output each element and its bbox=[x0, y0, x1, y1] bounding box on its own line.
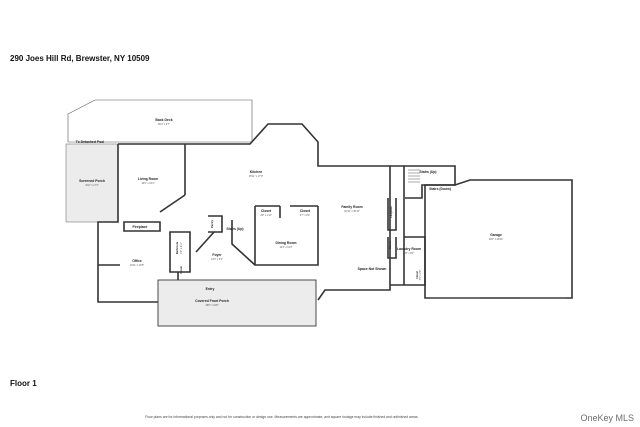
label-laundry-room: Laundry Room bbox=[397, 247, 421, 251]
label-dining-room: Dining Room bbox=[275, 241, 296, 245]
dims-bathroom: 4'9" x 6'11" bbox=[180, 242, 183, 254]
dims-back-deck: 60'3" x 9'7" bbox=[158, 123, 170, 126]
dims-office: 16'11" x 16'5" bbox=[130, 264, 144, 267]
label-fireplace: Fireplace bbox=[133, 225, 148, 229]
label-fireplace-2: Fireplace bbox=[389, 206, 393, 218]
house-walls bbox=[97, 123, 391, 303]
room-labels: Back Deck 60'3" x 9'7" To Detached Pool … bbox=[76, 118, 503, 307]
dims-closet-5: 4'5" x 2'9" bbox=[419, 270, 422, 281]
label-closet-2: Closet bbox=[300, 209, 311, 213]
dims-laundry-room: 8'8" x 8'4" bbox=[404, 252, 415, 255]
label-entry: Entry bbox=[206, 287, 215, 291]
label-bathroom: Bathroom bbox=[175, 241, 179, 254]
label-closet-4: Closet bbox=[388, 241, 392, 249]
right-wing bbox=[387, 165, 456, 286]
label-stairs-up-2: Stairs (Up) bbox=[226, 227, 243, 231]
label-pantry: Pantry bbox=[210, 219, 214, 228]
label-closet-1: Closet bbox=[261, 209, 272, 213]
dims-family-room: 18'10" x 30'11" bbox=[344, 210, 360, 213]
garage bbox=[424, 179, 573, 299]
label-foyer: Foyer bbox=[212, 253, 222, 257]
label-screened-porch: Screened Porch bbox=[79, 179, 105, 183]
dims-foyer: 13'0" x 9'4" bbox=[211, 258, 223, 261]
dims-garage: 28'4" x 28'11" bbox=[489, 238, 503, 241]
covered-front-porch bbox=[157, 279, 317, 327]
label-garage: Garage bbox=[490, 233, 502, 237]
dims-closet-1: 4'9" x 1'11" bbox=[260, 214, 272, 217]
label-living-room: Living Room bbox=[138, 177, 159, 181]
label-kitchen: Kitchen bbox=[250, 170, 262, 174]
label-to-detached-pool: To Detached Pool bbox=[76, 140, 104, 144]
label-space-not-shown: Space Not Shown bbox=[358, 267, 387, 271]
label-back-deck: Back Deck bbox=[155, 118, 172, 122]
disclaimer-text: Floor plans are for informational purpos… bbox=[145, 415, 419, 419]
back-deck bbox=[67, 99, 253, 143]
dims-screened-porch: 9'10" x 17'4" bbox=[85, 184, 98, 187]
label-closet-5: Closet bbox=[415, 271, 419, 279]
label-stairs-down: Stairs (Down) bbox=[429, 187, 451, 191]
floor-label: Floor 1 bbox=[10, 379, 37, 388]
label-family-room: Family Room bbox=[341, 205, 362, 209]
dims-dining-room: 14'4" x 12'3" bbox=[279, 246, 292, 249]
label-stairs-up-1: Stairs (Up) bbox=[419, 170, 436, 174]
screened-porch bbox=[65, 143, 119, 223]
dims-kitchen: 25'11" x 17'3" bbox=[249, 175, 263, 178]
property-address: 290 Joes Hill Rd, Brewster, NY 10509 bbox=[10, 54, 150, 63]
label-office: Office bbox=[132, 259, 142, 263]
dims-living-room: 16'0" x 16'4" bbox=[141, 182, 154, 185]
dims-covered-front-porch: 36'8" x 10'8" bbox=[205, 304, 218, 307]
label-covered-front-porch: Covered Front Porch bbox=[195, 299, 229, 303]
dims-closet-2: 4'7" x 2'4" bbox=[300, 214, 311, 217]
watermark-logo: OneKey MLS bbox=[580, 413, 634, 423]
label-closet-3: Closet bbox=[179, 266, 183, 274]
